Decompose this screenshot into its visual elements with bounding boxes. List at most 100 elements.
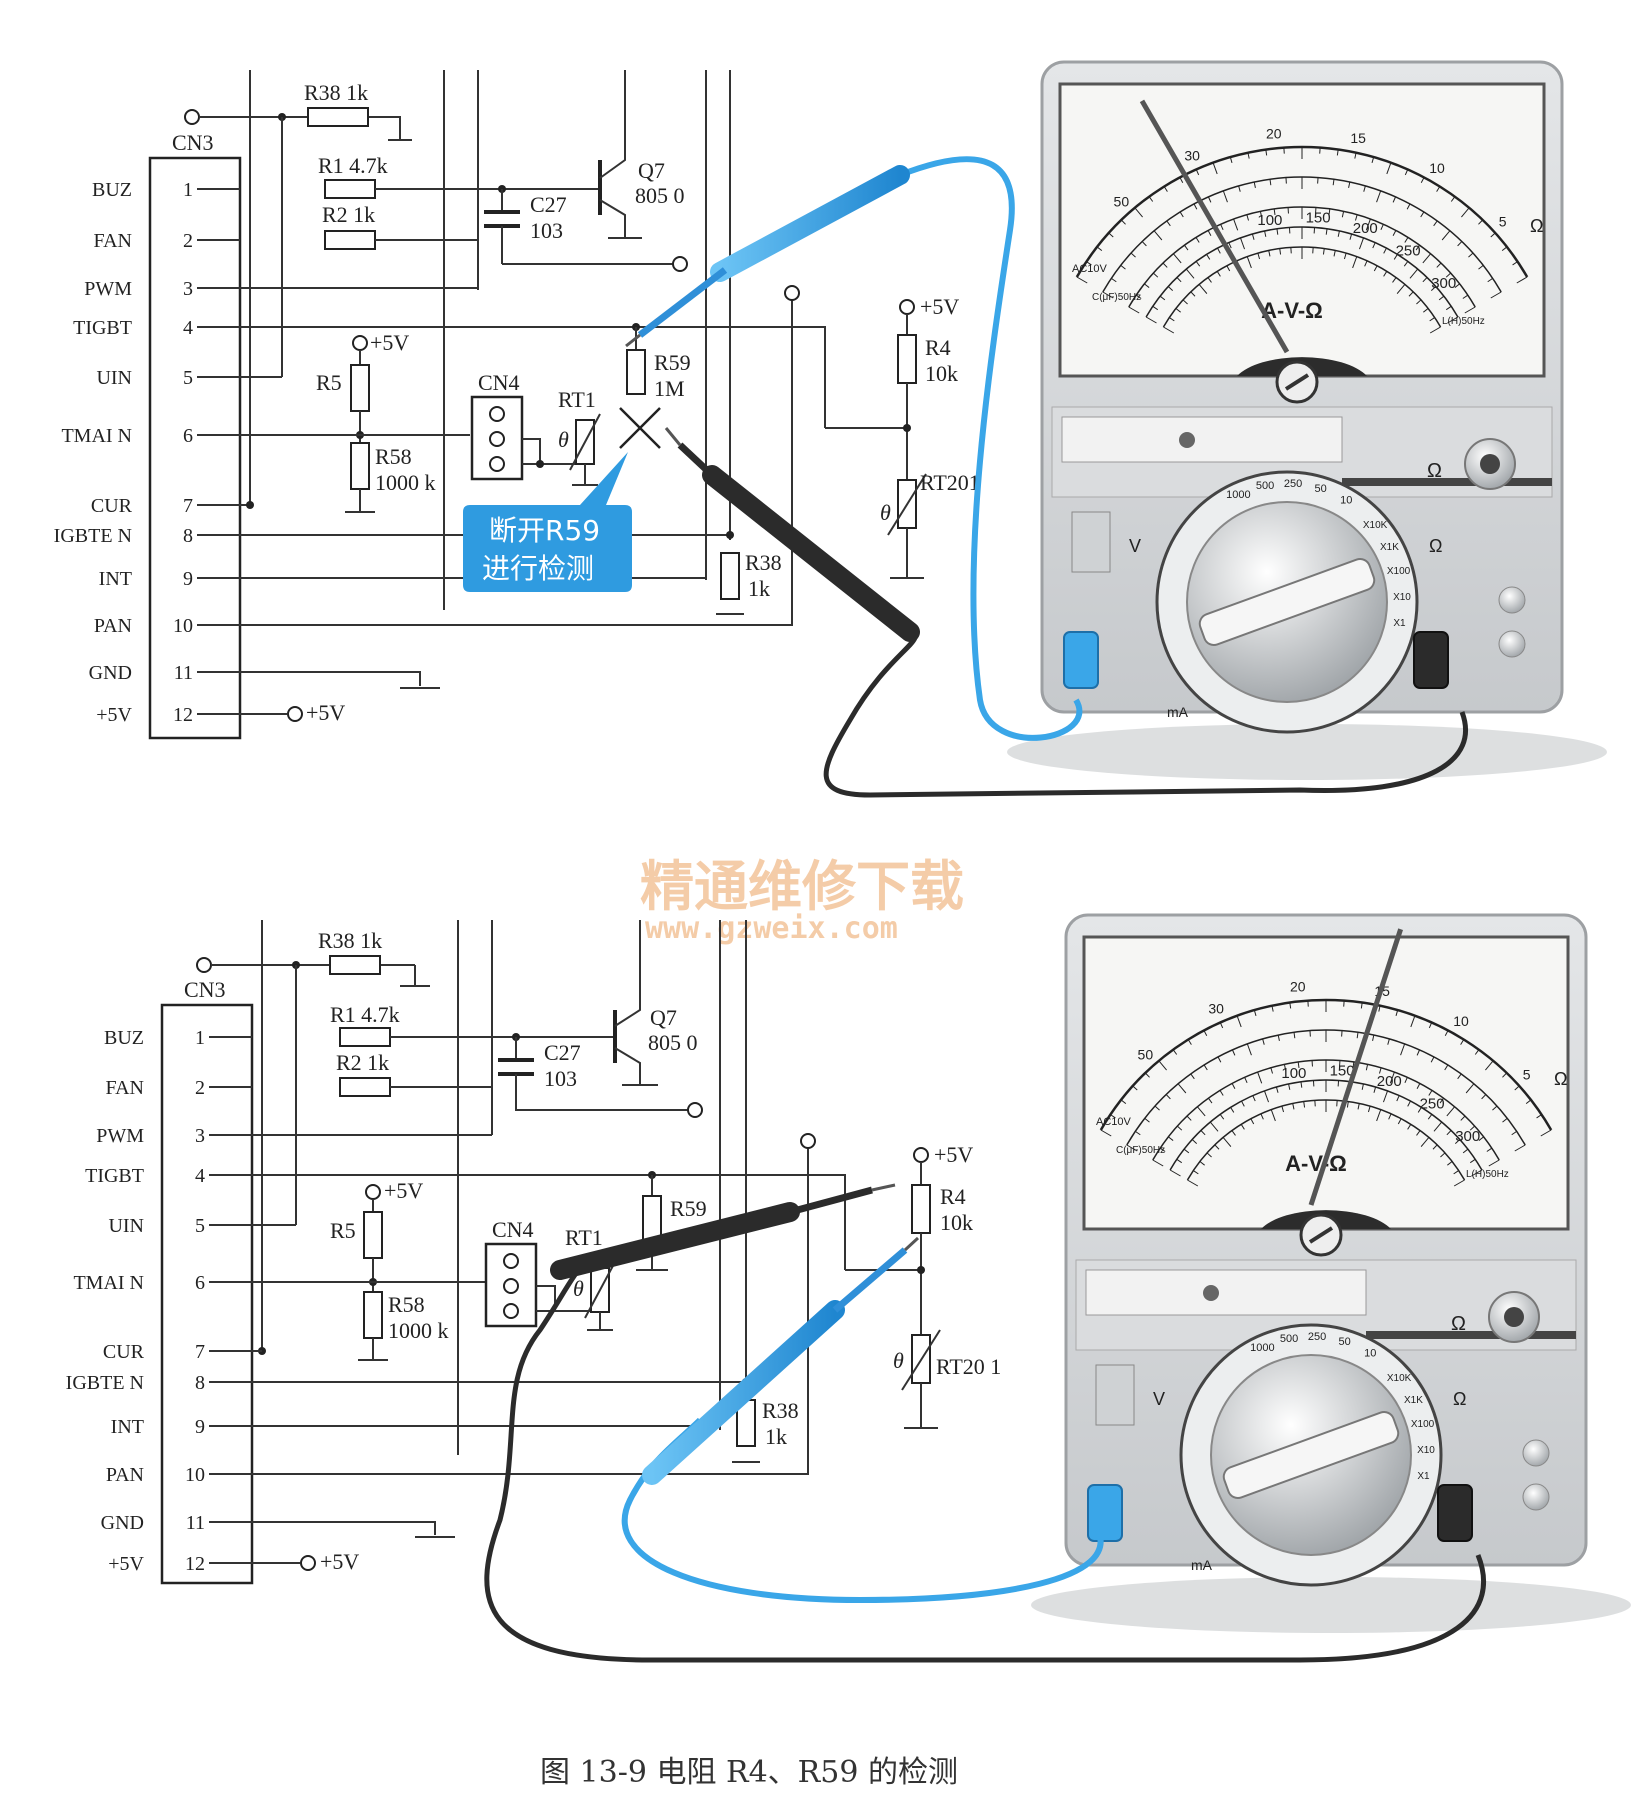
- scale-mid-label-bottom: 250: [1420, 1095, 1445, 1112]
- scale-top-label-top: 10: [1429, 160, 1445, 176]
- dial-v-label-bottom: V: [1153, 1389, 1165, 1409]
- r59-label-bottom: R59: [670, 1196, 707, 1221]
- r1-label: R1 4.7k: [318, 153, 388, 178]
- pin-label-top: TIGBT: [73, 317, 132, 339]
- pin-label-bottom: GND: [101, 1512, 144, 1534]
- pin-number-top: 6: [183, 425, 193, 447]
- scale-ohm-bottom: Ω: [1554, 1069, 1567, 1089]
- scale-top-label-top: 30: [1184, 147, 1200, 163]
- q7-label: Q7: [638, 158, 665, 183]
- pin-label-top: IGBTE N: [54, 525, 132, 547]
- pin-number-top: 5: [183, 367, 193, 389]
- meter-needle-top: [1139, 99, 1290, 354]
- pin-label-top: +5V: [96, 704, 132, 726]
- q7-value: 805 0: [635, 183, 685, 208]
- r38-mid-label: R38: [745, 550, 782, 575]
- pin-label-top: PWM: [84, 278, 132, 300]
- dial-range-label-top: 250: [1284, 478, 1302, 490]
- rt201-label: RT201: [920, 470, 980, 495]
- jack-extra-2-bottom[interactable]: [1522, 1483, 1550, 1511]
- dial-ohm-label-bottom: X10K: [1387, 1373, 1412, 1384]
- pin-number-bottom: 8: [195, 1372, 205, 1394]
- probe-red-bottom: [621, 1236, 1104, 1604]
- pin-label-top: INT: [99, 568, 132, 590]
- pin-label-bottom: INT: [111, 1416, 144, 1438]
- meter-needle-bottom: [1308, 928, 1403, 1206]
- pin-number-top: 8: [183, 525, 193, 547]
- pin-label-top: UIN: [96, 367, 132, 389]
- dial-range-label-bottom: 50: [1338, 1336, 1350, 1348]
- pin-number-bottom: 7: [195, 1341, 205, 1363]
- dial-range-label-top: 1000: [1226, 489, 1250, 501]
- dial-range-label-top: 50: [1314, 483, 1326, 495]
- rt201-theta-bottom: θ: [893, 1348, 904, 1373]
- rt1-theta-bottom: θ: [573, 1276, 584, 1301]
- pin-label-bottom: TIGBT: [85, 1165, 144, 1187]
- r59-resistor: [626, 349, 646, 395]
- hfe-socket-top[interactable]: [1071, 511, 1111, 573]
- dial-range-label-bottom: 250: [1308, 1331, 1326, 1343]
- rt1-label-bottom: RT1: [565, 1225, 603, 1250]
- r58-value: 1000 k: [375, 470, 436, 495]
- probe-black-bottom: [484, 1183, 1487, 1663]
- pin-number-top: 9: [183, 568, 193, 590]
- callout-line1: 断开R59: [489, 514, 600, 547]
- r59-label: R59: [654, 350, 691, 375]
- scale-top-label-top: 5: [1499, 213, 1507, 229]
- pin-label-bottom: +5V: [108, 1553, 144, 1575]
- jack-common-bottom[interactable]: [1437, 1484, 1473, 1542]
- hfe-socket-bottom[interactable]: [1095, 1364, 1135, 1426]
- pin-label-bottom: TMAI N: [73, 1272, 144, 1294]
- pin-number-top: 11: [174, 662, 193, 684]
- dial-ohm-label-top: X1: [1393, 618, 1406, 629]
- pin-number-bottom: 9: [195, 1416, 205, 1438]
- jack-extra-1-top[interactable]: [1498, 586, 1526, 614]
- pin-number-bottom: 12: [185, 1553, 205, 1575]
- jack-positive-top[interactable]: [1063, 631, 1099, 689]
- dial-ohm-label-top: X100: [1387, 566, 1411, 577]
- scale-top-label-bottom: 20: [1290, 978, 1306, 994]
- cap-label-top: C(μF)50Hz: [1092, 292, 1141, 303]
- r5-vcc-bottom: +5V: [384, 1178, 423, 1203]
- r59-value: 1M: [654, 376, 685, 401]
- jack-positive-bottom[interactable]: [1087, 1484, 1123, 1542]
- c27-value-bottom: 103: [544, 1066, 577, 1091]
- jack-common-top[interactable]: [1413, 631, 1449, 689]
- r1-label-bottom: R1 4.7k: [330, 1002, 400, 1027]
- q7-label-bottom: Q7: [650, 1005, 677, 1030]
- r58-value-bottom: 1000 k: [388, 1318, 449, 1343]
- r2-resistor: [324, 230, 376, 250]
- pin-number-bottom: 2: [195, 1077, 205, 1099]
- r38-mid-value-bottom: 1k: [765, 1424, 787, 1449]
- dial-range-label-bottom: 10: [1364, 1347, 1376, 1359]
- r2-label-bottom: R2 1k: [336, 1050, 389, 1075]
- cn3-box: [148, 156, 242, 740]
- jack-extra-2-top[interactable]: [1498, 630, 1526, 658]
- pin-number-bottom: 10: [185, 1464, 205, 1486]
- dial-ohm-label-bottom: X10: [1417, 1445, 1435, 1456]
- lhz-label-top: L(H)50Hz: [1442, 316, 1485, 327]
- pin-label-bottom: PWM: [96, 1125, 144, 1147]
- scale-mid-label-bottom: 150: [1330, 1063, 1355, 1080]
- r4-label-bottom: R4: [940, 1184, 966, 1209]
- mode-window-bottom: [1085, 1269, 1367, 1316]
- scale-top-label-top: 50: [1114, 193, 1130, 209]
- rt1-label: RT1: [558, 387, 596, 412]
- scale-top-label-bottom: 30: [1208, 1000, 1224, 1016]
- r4-resistor: [897, 334, 917, 384]
- meter-title-top: A-V-Ω: [1261, 298, 1323, 323]
- dial-range-label-bottom: 1000: [1250, 1342, 1274, 1354]
- lhz-label-bottom: L(H)50Hz: [1466, 1169, 1509, 1180]
- dial-ma-label-top: mA: [1167, 704, 1189, 720]
- dial-ohm-label-top: X10K: [1363, 520, 1388, 531]
- scale-top-label-bottom: 50: [1138, 1046, 1154, 1062]
- ac-label-top: AC10V: [1072, 263, 1108, 275]
- r4-value: 10k: [925, 361, 958, 386]
- r5-label-bottom: R5: [330, 1218, 356, 1243]
- pin-number-top: 1: [183, 179, 193, 201]
- jack-extra-1-bottom[interactable]: [1522, 1439, 1550, 1467]
